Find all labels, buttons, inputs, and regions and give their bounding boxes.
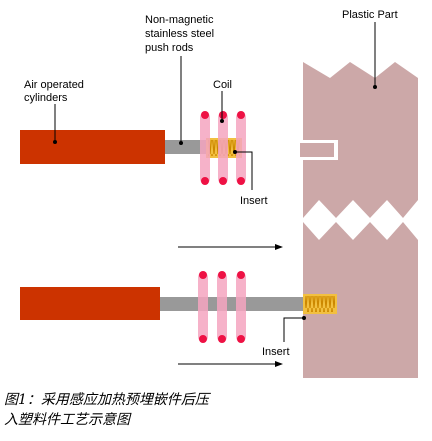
coil-tube-top-2 [218,112,228,184]
plastic-part-notch-inner [300,143,334,157]
air-cylinder-bottom [20,287,160,320]
figure-caption: 图1：采用感应加热预埋嵌件后压 入塑料件工艺示意图 [4,390,304,430]
coil-dot [199,271,207,279]
label-coil: Coil [213,79,232,91]
motion-arrow [178,244,283,250]
coil-dot [201,177,209,185]
leader-insert-bottom [283,317,304,342]
coil-dot [219,177,227,185]
coil-dot [218,271,226,279]
label-push-rods-3: push rods [145,42,194,54]
air-cylinder-top [20,130,165,164]
coil-dot [218,335,226,343]
leader-dot [179,141,183,145]
coil-dot [237,177,245,185]
coil-tube-bottom-2 [217,272,227,342]
push-rod-bottom [160,297,303,311]
coil-tube-bottom-3 [236,272,246,342]
coil-tube-top-3 [236,112,246,184]
leader-dot [373,85,377,89]
plastic-part-upper [303,62,418,218]
coil-dot [237,335,245,343]
leader-dot [53,140,57,144]
label-air-cylinders-2: cylinders [24,92,68,104]
coil-dot [199,335,207,343]
label-push-rods-1: Non-magnetic [145,14,214,26]
leader-dot [220,119,224,123]
label-push-rods-2: stainless steel [145,28,214,40]
coil-tube-bottom-1 [198,272,208,342]
caption-line-1: 图1：采用感应加热预埋嵌件后压 [4,392,209,408]
label-air-cylinders-1: Air operated [24,79,84,91]
insert-bottom-thread [305,296,335,312]
coil-dot [237,111,245,119]
leader-dot [302,316,306,320]
caption-line-2: 入塑料件工艺示意图 [4,412,130,428]
label-plastic-part: Plastic Part [342,9,398,21]
push-rod-top [165,140,207,154]
plastic-part-lower [303,222,418,378]
leader-dot [233,150,237,154]
coil-dot [237,271,245,279]
label-insert-bottom: Insert [262,346,290,358]
label-insert-top: Insert [240,195,268,207]
coil-dot [219,111,227,119]
coil-dot [201,111,209,119]
motion-arrow [178,361,283,367]
coil-tube-top-1 [200,112,210,184]
leader-insert-top [235,151,253,190]
